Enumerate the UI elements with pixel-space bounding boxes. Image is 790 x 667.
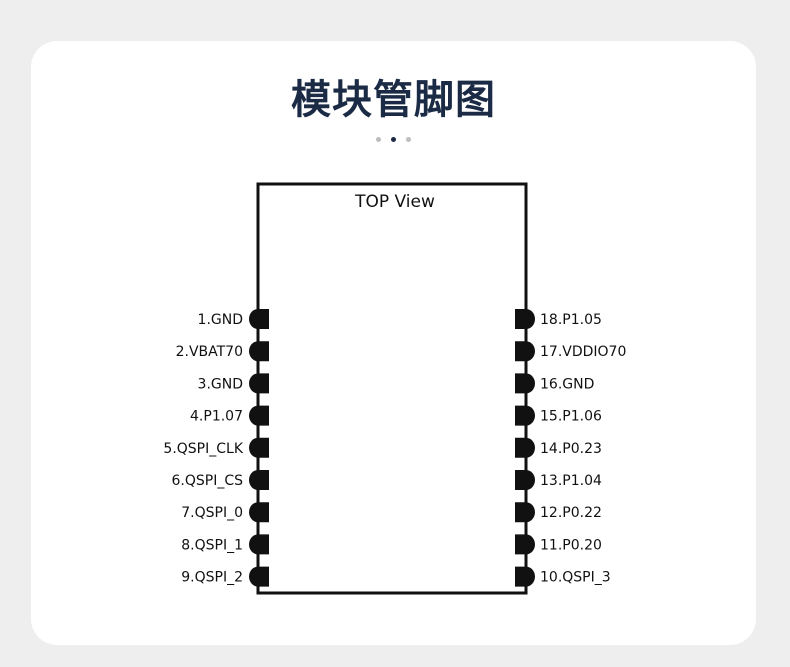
right-pin-group: 18.P1.05 17.VDDIO70 16.GND 15.P1.06 14.P0.23… [515, 309, 626, 587]
right-pin-pad-1 [515, 309, 535, 329]
right-pin-pad-9 [515, 566, 535, 587]
left-pin-label-9: 9.QSPI_2 [181, 570, 243, 586]
left-pin-label-3: 3.GND [198, 376, 243, 392]
right-pin-pad-2 [515, 341, 535, 362]
right-pin-label-1: 18.P1.05 [540, 312, 602, 328]
right-pin-pad-7 [515, 502, 535, 523]
right-pin-pad-4 [515, 405, 535, 426]
content-card: 模块管脚图 [31, 41, 756, 645]
right-pin-label-9: 10.QSPI_3 [540, 570, 611, 586]
left-pin-label-4: 4.P1.07 [190, 409, 243, 425]
right-pin-pad-6 [515, 470, 535, 490]
left-pin-pad-6 [249, 470, 269, 490]
left-pin-pad-7 [249, 502, 269, 523]
left-pin-label-7: 7.QSPI_0 [181, 505, 243, 521]
left-pin-pad-4 [249, 405, 269, 426]
right-pin-label-6: 13.P1.04 [540, 473, 602, 489]
right-pin-label-8: 11.P0.20 [540, 537, 602, 553]
left-pin-label-1: 1.GND [198, 312, 243, 328]
right-pin-label-7: 12.P0.22 [540, 505, 602, 521]
left-pin-pad-3 [249, 373, 269, 394]
left-pin-pad-8 [249, 534, 269, 555]
right-pin-label-4: 15.P1.06 [540, 409, 602, 425]
carousel-dot-3[interactable] [406, 137, 411, 142]
module-body [256, 182, 528, 595]
left-pin-pad-9 [249, 566, 269, 587]
right-pin-label-3: 16.GND [540, 376, 594, 392]
left-pin-pad-5 [249, 437, 269, 458]
left-pin-pad-1 [249, 309, 269, 329]
carousel-dot-2[interactable] [391, 137, 396, 142]
right-pin-pad-8 [515, 534, 535, 555]
carousel-dots [31, 137, 756, 142]
left-pin-label-8: 8.QSPI_1 [181, 537, 243, 553]
right-pin-label-5: 14.P0.23 [540, 441, 602, 457]
top-view-label: TOP View [354, 192, 435, 212]
right-pin-pad-3 [515, 373, 535, 394]
left-pin-pad-2 [249, 341, 269, 362]
carousel-dot-1[interactable] [376, 137, 381, 142]
left-pin-label-2: 2.VBAT70 [176, 344, 243, 360]
right-pin-pad-5 [515, 437, 535, 458]
left-pin-label-6: 6.QSPI_CS [172, 473, 244, 489]
left-pin-label-5: 5.QSPI_CLK [163, 441, 243, 457]
right-pin-label-2: 17.VDDIO70 [540, 344, 626, 360]
page-title: 模块管脚图 [291, 77, 496, 123]
left-pin-group: 1.GND 2.VBAT70 3.GND 4.P1.07 5.QSPI_CLK 6.QSP… [163, 309, 269, 587]
